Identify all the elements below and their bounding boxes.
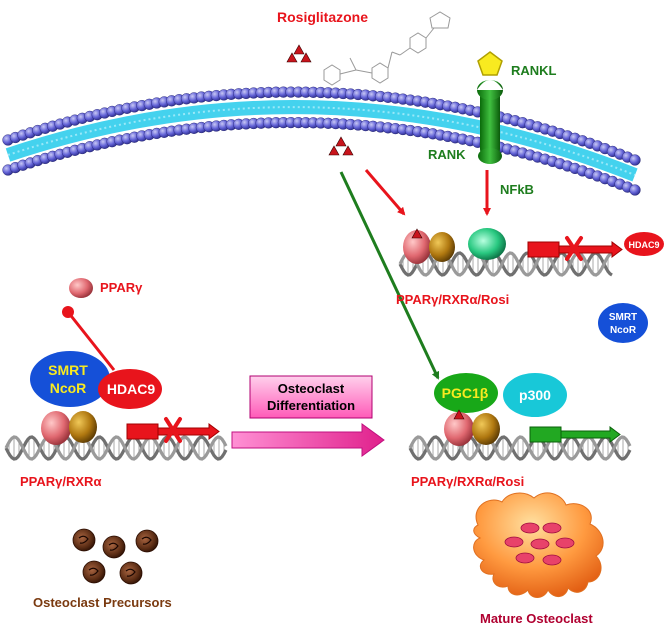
rosiglitazone-label: Rosiglitazone [277,9,368,25]
inhibition-symbol [62,306,116,371]
precursors-label: Osteoclast Precursors [33,595,172,610]
ppar-rxr-left-label: PPARγ/RXRα [20,474,101,489]
hdac9-small-oval [624,232,664,256]
ncor-small-label: NcoR [610,325,637,336]
smrt-ncor-oval [30,351,110,407]
rank-label: RANK [428,147,466,162]
ligand-triangle-icon [286,44,354,156]
p300-oval [503,373,567,417]
differentiation-label-1: Osteoclast [278,381,345,396]
rankl-pentagon-icon [477,51,503,76]
pgc1b-oval [434,373,498,413]
nfkb-label: NFkB [500,182,534,197]
differentiation-label-2: Differentiation [267,398,355,413]
osteoclast-precursor-cells [72,528,159,585]
ppar-gamma-label: PPARγ [100,280,143,295]
ppar-rxr-rosi-top-label: PPARγ/RXRα/Rosi [396,292,509,307]
pgc1b-label: PGC1β [442,385,489,401]
mature-label: Mature Osteoclast [480,611,593,626]
dna-helix-icon [4,435,228,461]
ppar-rxr-rosi-right-label: PPARγ/RXRα/Rosi [411,474,524,489]
repressed-gene-arrow-icon [126,417,220,443]
left-receptor-complex [41,411,97,445]
smrt-ncor-small-oval [598,303,648,343]
ppar-gamma-ball [69,278,93,298]
differentiation-arrow [231,423,385,457]
dna-helix-icon [408,435,632,461]
hdac9-label: HDAC9 [107,381,155,397]
hdac9-oval [98,369,162,409]
smrt-label: SMRT [48,362,88,378]
ncor-label: NcoR [50,380,87,396]
active-gene-arrow-icon [529,426,621,443]
rosiglitazone-structure-icon [323,11,451,86]
rosi-pgc-arrow [339,171,440,380]
cell-membrane [2,86,641,196]
hdac9-small-label: HDAC9 [628,240,659,250]
top-receptor-complex [403,228,506,264]
rosi-activation-arrow [364,169,406,216]
rank-receptor [477,80,503,164]
differentiation-box [249,375,373,419]
right-receptor-complex [444,409,500,446]
rankl-label: RANKL [511,63,557,78]
repressed-gene-arrow-icon [527,236,623,261]
osteoclast-cell-icon [473,492,604,598]
p300-label: p300 [519,387,551,403]
smrt-small-label: SMRT [609,312,637,323]
